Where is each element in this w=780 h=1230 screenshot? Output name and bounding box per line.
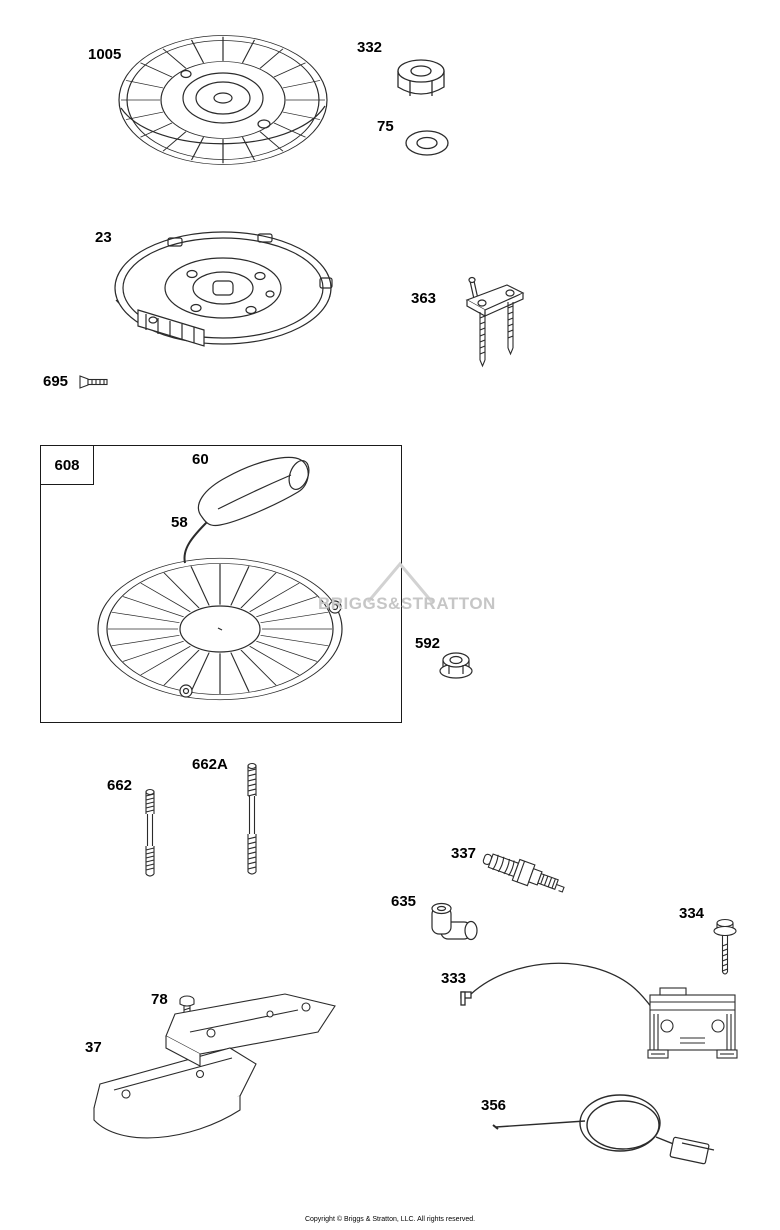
plate-illustration — [108, 226, 338, 372]
elbow-illustration — [425, 900, 481, 950]
nut-drawing — [397, 59, 445, 96]
elbow-drawing — [431, 902, 478, 941]
part-label-guard: 37 — [85, 1039, 102, 1056]
part-label-flywheel: 1005 — [88, 46, 122, 63]
part-label-gauge: 363 — [411, 290, 437, 307]
gauge-illustration — [455, 272, 530, 372]
bolt-illustration — [712, 918, 738, 980]
recoil-starter-drawing — [97, 456, 343, 701]
screw-flat-drawing — [79, 375, 108, 389]
bolt-drawing — [713, 918, 737, 975]
plate-drawing — [114, 231, 333, 347]
part-label-stud: 662 — [107, 777, 133, 794]
stud-a-drawing — [247, 762, 257, 875]
gauge-drawing — [465, 276, 525, 368]
part-label-stud-a: 662A — [192, 756, 228, 773]
part-label-wire: 356 — [481, 1097, 507, 1114]
armature-drawing — [460, 962, 738, 1059]
guard-drawing — [93, 993, 336, 1139]
stud-drawing — [145, 788, 155, 877]
part-label-washer: 75 — [377, 118, 394, 135]
part-label-screw-small: 78 — [151, 991, 168, 1008]
flange-nut-drawing — [439, 652, 473, 679]
part-label-screw-flat: 695 — [43, 373, 69, 390]
stud-a-illustration — [244, 762, 260, 878]
flange-nut-illustration — [438, 648, 474, 680]
part-label-armature: 333 — [441, 970, 467, 987]
armature-illustration — [455, 950, 750, 1065]
part-label-elbow: 635 — [391, 893, 417, 910]
recoil-starter-illustration — [42, 447, 398, 719]
copyright-text: Copyright © Briggs & Stratton, LLC. All … — [304, 1216, 476, 1223]
part-label-bolt: 334 — [679, 905, 705, 922]
stud-illustration — [142, 788, 158, 880]
brand-swoosh-icon — [366, 561, 434, 603]
nut-illustration — [392, 55, 450, 103]
group-box-label: 608 — [41, 446, 94, 485]
group-box-608: 608 — [40, 445, 402, 723]
screw-flat-illustration — [78, 374, 112, 390]
flywheel-fan-drawing — [118, 35, 328, 165]
part-label-rope: 58 — [171, 514, 188, 531]
washer-drawing — [405, 130, 449, 156]
guard-illustration — [80, 990, 340, 1158]
spark-plug-illustration — [482, 848, 578, 910]
spark-plug-drawing — [482, 853, 565, 893]
part-label-plate: 23 — [95, 229, 112, 246]
washer-illustration — [403, 128, 451, 162]
part-label-nut: 332 — [357, 39, 383, 56]
wire-drawing — [492, 1094, 715, 1165]
part-label-flange-nut: 592 — [415, 635, 441, 652]
flywheel-illustration — [112, 28, 334, 178]
part-label-spark-plug: 337 — [451, 845, 477, 862]
wire-illustration — [490, 1085, 722, 1175]
brand-watermark: BRIGGS&STRATTON — [318, 594, 496, 613]
part-label-handle: 60 — [192, 451, 209, 468]
